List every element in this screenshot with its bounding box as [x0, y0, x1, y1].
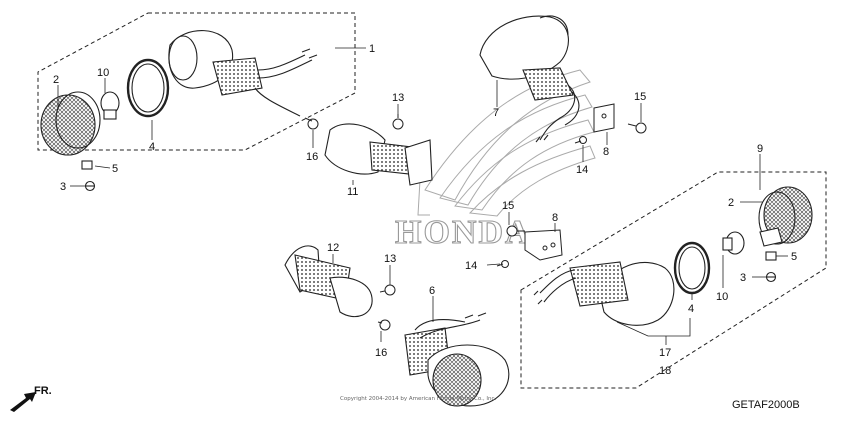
bulb-part-10b: [722, 231, 745, 255]
honda-wing-watermark: [417, 69, 596, 217]
part-label-15b: 15: [502, 200, 514, 212]
nut-part-5a: [81, 160, 93, 170]
turn-signal-assembly-rear-right: [533, 186, 813, 326]
part-label-8b: 8: [552, 212, 558, 224]
part-label-5a: 5: [112, 163, 118, 175]
part-label-5b: 5: [791, 251, 797, 263]
part-label-13a: 13: [392, 92, 404, 104]
bulb-part-10a: [100, 91, 120, 120]
turn-signal-assembly-front-right: [479, 15, 580, 143]
screw-part-3b: [765, 271, 777, 283]
bolt-part-16a: [304, 117, 319, 130]
part-label-4a: 4: [149, 141, 155, 153]
part-label-18: 18: [659, 365, 671, 377]
nut-part-5b: [765, 251, 777, 261]
part-label-10a: 10: [97, 67, 109, 79]
leader-lines: [57, 47, 788, 345]
stay-part-12: [284, 245, 373, 317]
assembly-box-9: [520, 171, 827, 389]
front-direction-arrow: FR.: [10, 385, 52, 412]
screw-part-14b: [496, 260, 509, 268]
bolt-part-16b: [377, 319, 391, 331]
part-label-16a: 16: [306, 151, 318, 163]
copyright-text: Copyright 2004-2014 by American Honda Mo…: [340, 396, 496, 402]
part-label-15a: 15: [634, 91, 646, 103]
part-label-14b: 14: [465, 260, 477, 272]
part-label-11: 11: [347, 186, 358, 198]
part-label-3b: 3: [740, 272, 746, 284]
bolt-part-15a: [627, 122, 647, 134]
part-label-3a: 3: [60, 181, 66, 193]
part-label-9: 9: [757, 143, 763, 155]
part-label-1: 1: [369, 43, 375, 55]
screw-part-14a: [574, 136, 587, 144]
part-label-4b: 4: [688, 303, 694, 315]
seal-ring-part-4a: [126, 58, 170, 118]
turn-signal-assembly-rear-left: [404, 312, 510, 407]
bolt-part-15b: [506, 225, 525, 237]
honda-watermark-text: HONDA: [395, 214, 532, 251]
part-label-16b: 16: [375, 347, 387, 359]
part-label-14a: 14: [576, 164, 588, 176]
seal-ring-part-4b: [673, 241, 711, 295]
part-label-12: 12: [327, 242, 339, 254]
assembly-box-1: [37, 12, 356, 151]
part-label-2a: 2: [53, 74, 59, 86]
part-label-7: 7: [493, 107, 499, 119]
front-direction-label: FR.: [34, 385, 52, 397]
diagram-code: GETAF2000B: [732, 399, 800, 411]
turn-signal-assembly-front-left: [40, 30, 318, 192]
screw-part-3a: [84, 180, 96, 192]
part-label-2b: 2: [728, 197, 734, 209]
bolt-part-13b: [379, 284, 396, 296]
part-label-13b: 13: [384, 253, 396, 265]
part-label-17: 17: [659, 347, 671, 359]
part-label-10b: 10: [716, 291, 728, 303]
stay-part-11: [324, 123, 433, 186]
part-label-6: 6: [429, 285, 435, 297]
part-label-8a: 8: [603, 146, 609, 158]
bracket-part-8b: [524, 229, 563, 261]
